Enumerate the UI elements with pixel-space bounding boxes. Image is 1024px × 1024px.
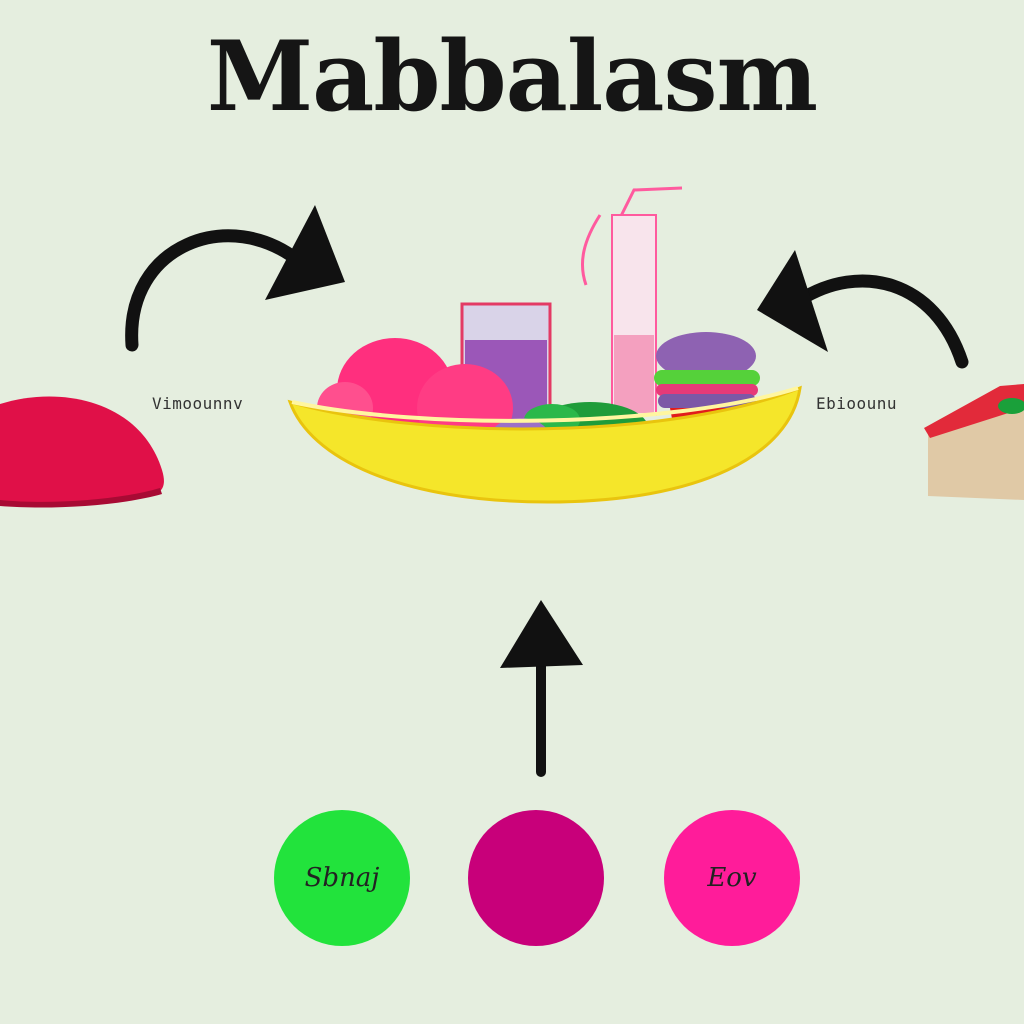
circle-node-1-label: Sbnaj — [304, 863, 380, 893]
red-dome-icon — [0, 396, 164, 508]
left-food-label: Vimoounnv — [152, 394, 244, 413]
circle-node-3-label: Eov — [707, 863, 757, 893]
right-food-label: Ebioounu — [816, 394, 898, 413]
circle-node-2 — [468, 810, 604, 946]
diagram-title: Mabbalasm — [206, 20, 818, 133]
circle-node-3: Eov — [664, 810, 800, 946]
cake-slice-icon — [924, 384, 1024, 500]
circle-node-1: Sbnaj — [274, 810, 410, 946]
curved-arrow-left-icon — [757, 250, 969, 369]
curved-arrow-right-icon — [125, 205, 345, 352]
arrow-up-icon — [500, 600, 583, 777]
fruit-bowl-icon — [287, 186, 802, 504]
